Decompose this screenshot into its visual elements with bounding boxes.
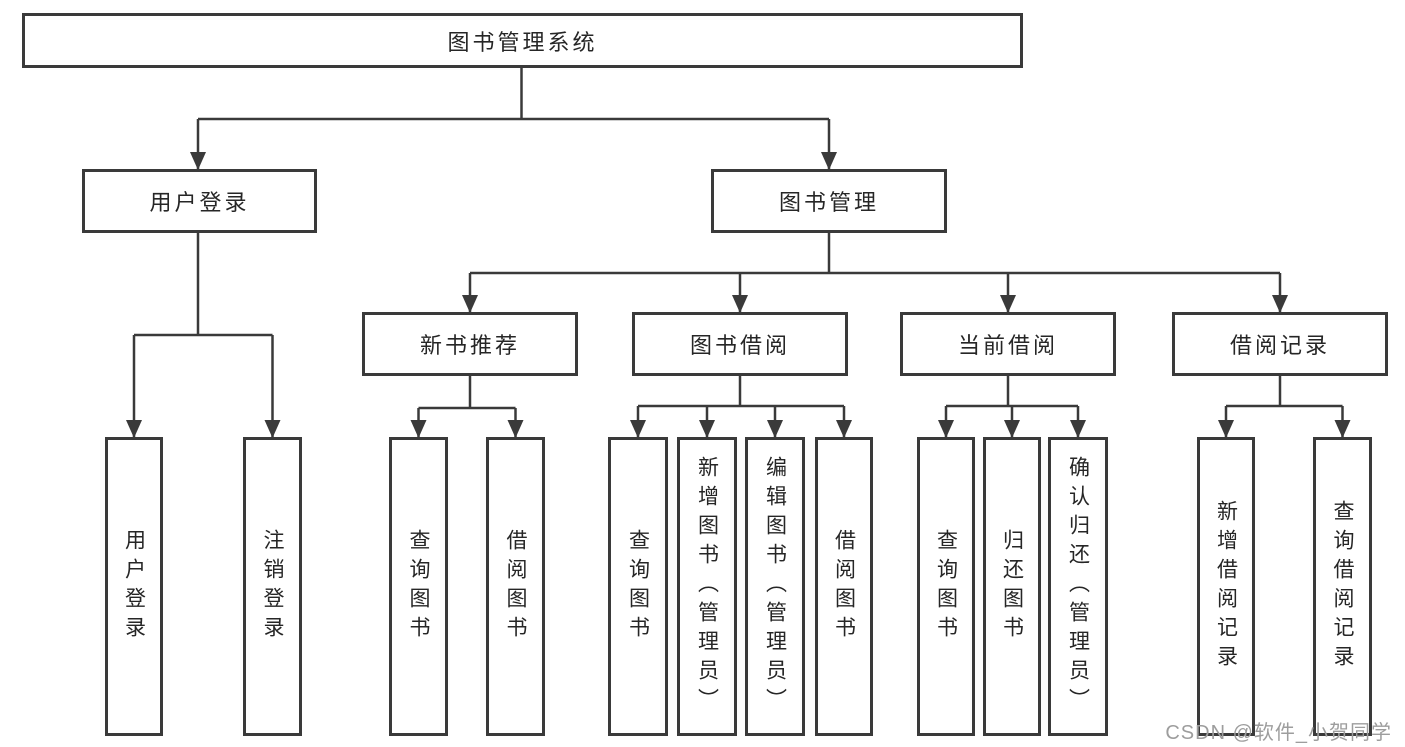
node-label: 查询借阅记录 [1331,499,1354,674]
leaf-borrow-books: 借阅图书 [815,437,873,736]
leaf-query-books-current: 查询图书 [917,437,975,736]
node-label: 归还图书 [1000,528,1024,645]
node-label: 查询图书 [934,528,958,645]
node-label: 借阅图书 [504,528,527,645]
node-user-login: 用户登录 [82,169,317,233]
node-label: 注销登录 [261,528,284,645]
node-label: 新增借阅记录 [1214,499,1238,674]
node-label: 编辑图书（管理员） [763,456,787,717]
node-label: 借阅记录 [1229,333,1330,358]
node-label: 借阅图书 [832,528,856,645]
node-label: 图书管理系统 [447,29,598,55]
leaf-add-books-admin: 新增图书（管理员） [677,437,737,736]
leaf-borrow-books-recommend: 借阅图书 [486,437,545,736]
leaf-user-login: 用户登录 [105,437,163,736]
leaf-edit-books-admin: 编辑图书（管理员） [745,437,805,736]
leaf-query-books-recommend: 查询图书 [389,437,448,736]
node-label: 查询图书 [407,528,430,645]
node-label: 用户登录 [122,528,146,645]
leaf-add-borrow-record: 新增借阅记录 [1197,437,1255,736]
leaf-logout: 注销登录 [243,437,302,736]
node-book-management: 图书管理 [711,169,947,233]
leaf-confirm-return-admin: 确认归还（管理员） [1048,437,1108,736]
node-label: 用户登录 [149,190,250,215]
node-label: 当前借阅 [957,333,1058,358]
csdn-watermark: CSDN @软件_小贺同学 [1165,722,1392,744]
node-borrow-records: 借阅记录 [1172,312,1388,376]
node-current-borrow: 当前借阅 [900,312,1116,376]
node-label: 查询图书 [626,528,650,645]
node-new-book-recommend: 新书推荐 [362,312,578,376]
node-root: 图书管理系统 [22,13,1023,68]
node-label: 确认归还（管理员） [1066,456,1090,717]
leaf-return-books: 归还图书 [983,437,1041,736]
node-label: 新书推荐 [419,333,520,358]
leaf-query-books-borrow: 查询图书 [608,437,668,736]
leaf-query-borrow-record: 查询借阅记录 [1313,437,1372,736]
node-label: 图书借阅 [689,333,790,358]
node-label: 图书管理 [778,190,879,215]
node-book-borrow: 图书借阅 [632,312,848,376]
node-label: 新增图书（管理员） [695,456,719,717]
